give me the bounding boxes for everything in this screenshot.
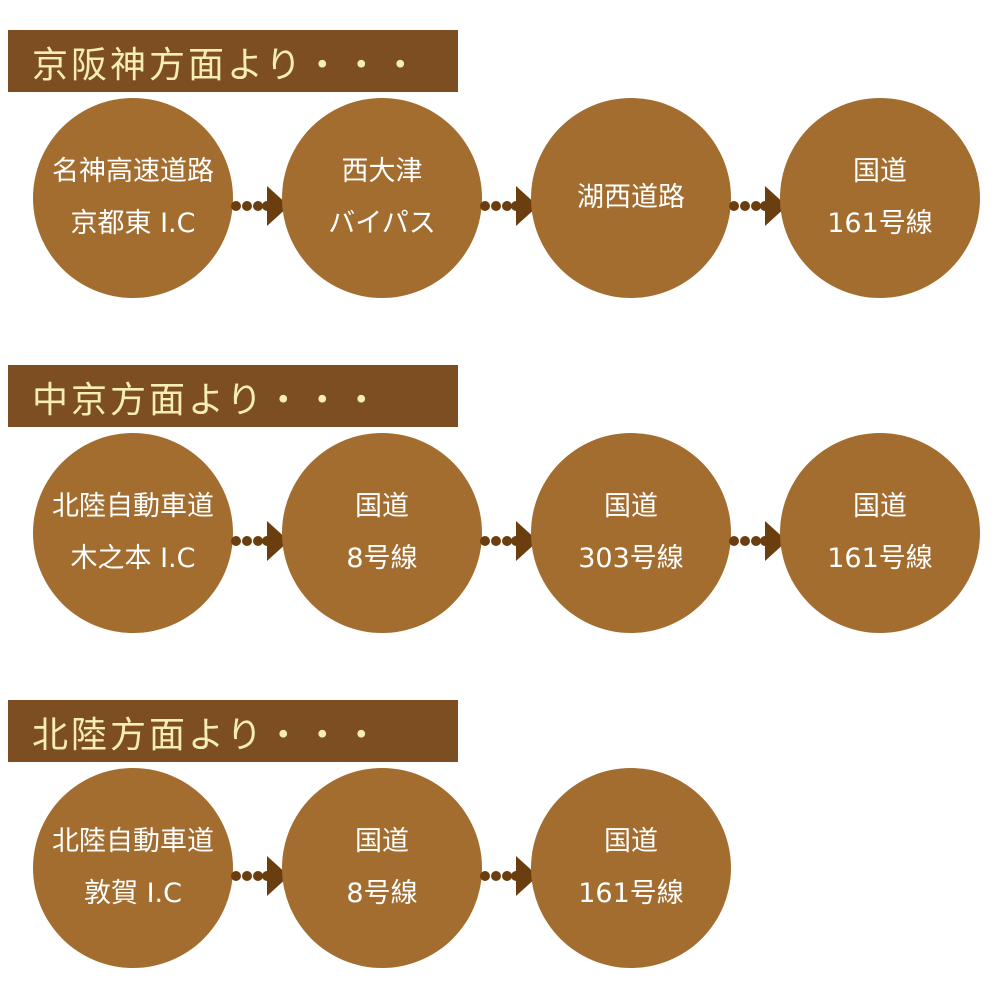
section-title: 京阪神方面より・・・	[32, 45, 422, 86]
route-step-label: 北陸自動車道	[52, 491, 214, 522]
arrow-dot	[491, 871, 501, 881]
arrow-dot	[729, 536, 739, 546]
route-step-label: 敦賀 I.C	[84, 878, 182, 909]
route-step-label: バイパス	[328, 208, 436, 239]
section-banner: 中京方面より・・・	[8, 365, 458, 427]
arrow-dot	[231, 536, 241, 546]
arrow-dot	[491, 536, 501, 546]
route-step-circle: 北陸自動車道敦賀 I.C	[33, 768, 233, 968]
arrow-dot	[253, 536, 263, 546]
route-step-circle: 国道 303号線	[531, 433, 731, 633]
arrow-dot	[729, 201, 739, 211]
route-section: 中京方面より・・・北陸自動車道木之本 I.C 国道 8号線 国道 303号線 国道 161号…	[0, 365, 1000, 665]
route-step-circle: 北陸自動車道木之本 I.C	[33, 433, 233, 633]
route-step-circle: 西大津バイパス	[282, 98, 482, 298]
route-step-circle: 国道 8号線	[282, 768, 482, 968]
route-step-label: 湖西道路	[577, 182, 685, 213]
section-title: 中京方面より・・・	[32, 380, 383, 421]
route-step-circle: 国道 8号線	[282, 433, 482, 633]
route-step-label: 国道	[355, 826, 409, 857]
arrow-dot	[231, 201, 241, 211]
arrow-dot	[480, 536, 490, 546]
route-step-label: 北陸自動車道	[52, 826, 214, 857]
route-step-label: 国道	[853, 491, 907, 522]
arrow-dot	[740, 201, 750, 211]
route-step-label: 国道	[604, 826, 658, 857]
section-banner: 北陸方面より・・・	[8, 700, 458, 762]
route-step-label: 国道	[853, 156, 907, 187]
arrow-dot	[242, 201, 252, 211]
route-step-label: 161号線	[827, 208, 933, 239]
arrow-dot	[502, 536, 512, 546]
arrow-dot	[751, 201, 761, 211]
route-step-label: 西大津	[341, 156, 423, 187]
route-section: 北陸方面より・・・北陸自動車道敦賀 I.C 国道 8号線 国道 161号線	[0, 700, 1000, 1000]
arrow-dot	[242, 536, 252, 546]
route-step-circle: 国道 161号線	[780, 433, 980, 633]
route-step-label: 木之本 I.C	[70, 543, 196, 574]
arrow-dot	[480, 201, 490, 211]
route-step-circle: 国道 161号線	[531, 768, 731, 968]
route-step-circle: 湖西道路	[531, 98, 731, 298]
route-step-label: 名神高速道路	[52, 156, 214, 187]
arrow-dot	[231, 871, 241, 881]
arrow-dot	[242, 871, 252, 881]
arrow-dot	[502, 201, 512, 211]
arrow-dot	[491, 201, 501, 211]
route-step-label: 303号線	[578, 543, 684, 574]
arrow-dot	[253, 871, 263, 881]
route-step-label: 京都東 I.C	[70, 208, 196, 239]
route-step-label: 国道	[355, 491, 409, 522]
route-step-label: 161号線	[578, 878, 684, 909]
route-step-label: 8号線	[346, 543, 418, 574]
route-step-label: 8号線	[346, 878, 418, 909]
arrow-dot	[253, 201, 263, 211]
section-banner: 京阪神方面より・・・	[8, 30, 458, 92]
arrow-dot	[751, 536, 761, 546]
route-step-circle: 名神高速道路京都東 I.C	[33, 98, 233, 298]
route-step-label: 161号線	[827, 543, 933, 574]
route-step-circle: 国道 161号線	[780, 98, 980, 298]
arrow-dot	[502, 871, 512, 881]
route-step-label: 国道	[604, 491, 658, 522]
arrow-dot	[480, 871, 490, 881]
section-title: 北陸方面より・・・	[32, 715, 383, 756]
arrow-dot	[740, 536, 750, 546]
